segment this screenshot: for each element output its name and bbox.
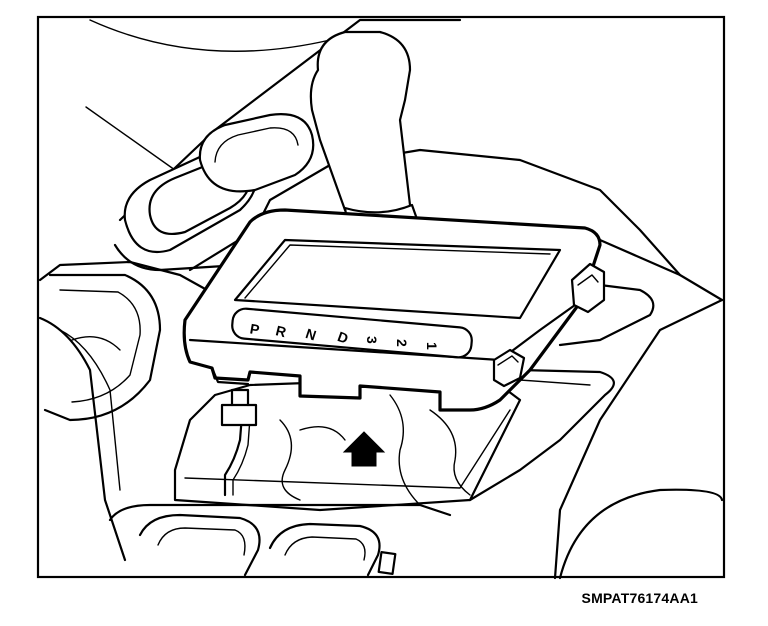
right-console-rim [553, 298, 724, 580]
figure-frame [36, 15, 726, 579]
gear-letter: 3 [364, 336, 380, 344]
shift-boot-fold [389, 394, 421, 506]
bezel-tab [210, 366, 250, 386]
gear-letter: N [304, 325, 319, 343]
shift-bezel-window-inner [244, 244, 551, 299]
wire-harness-inner [232, 417, 251, 496]
retaining-clip [492, 348, 526, 388]
console-inner-left-wall [59, 329, 121, 491]
retaining-clip [570, 262, 606, 314]
shift-bezel-lower-face [188, 298, 584, 362]
right-bottom-knob [558, 488, 724, 580]
switch-recess-right-inner [284, 536, 366, 561]
shift-boot-fold [279, 419, 301, 501]
switch-recess-right [268, 522, 381, 577]
shift-lever-handle [309, 30, 414, 236]
up-arrow-icon [342, 431, 386, 467]
gear-letter: 1 [424, 342, 440, 350]
column-stalk-ring-inner [214, 127, 299, 163]
shifter-well-rim [184, 409, 511, 489]
column-stalk-ring [198, 113, 315, 193]
gear-indicator-strip [231, 307, 473, 359]
dash-edge-line [85, 106, 183, 176]
right-panel-lower [468, 368, 615, 502]
steering-column-shroud-lower [113, 243, 242, 272]
wire-connector [220, 403, 258, 427]
console-left-wall [38, 316, 127, 562]
dash-edge-line-upper [89, 19, 331, 52]
indicator-slot [377, 551, 397, 575]
gear-letter: 2 [394, 339, 410, 347]
bottom-panel [108, 503, 452, 522]
switch-recess-left [138, 513, 261, 577]
shift-bezel-window [233, 238, 562, 320]
cup-holder-pocket [43, 273, 162, 422]
gear-letter: R [274, 322, 288, 340]
cup-holder-inner [59, 289, 141, 403]
retaining-clip-tab [577, 274, 599, 286]
shift-boot-fold [429, 409, 471, 496]
retaining-clip-tab [497, 355, 519, 366]
switch-recess-left-inner [157, 527, 246, 556]
cup-holder-floor [71, 336, 121, 351]
gear-letter: P [249, 320, 261, 337]
figure-code: SMPAT76174AA1 [581, 590, 698, 606]
right-panel-upper [558, 283, 655, 347]
right-panel-edge [519, 379, 591, 386]
wire-harness [223, 413, 244, 497]
shift-boot-fold [299, 426, 346, 441]
wire-connector-latch [230, 388, 250, 407]
